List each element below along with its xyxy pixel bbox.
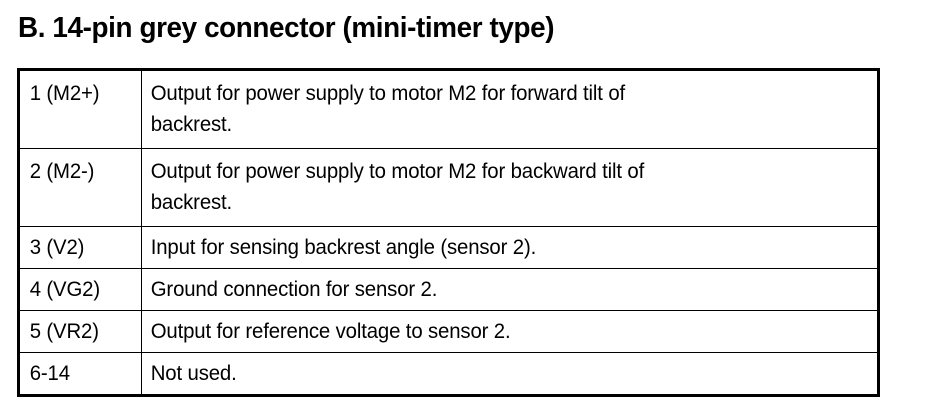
table-cell-pin: 3 (V2) <box>18 226 142 269</box>
pin-assignment-table-container: 1 (M2+) Output for power supply to motor… <box>17 68 880 397</box>
pin-label: 1 (M2+) <box>29 82 100 105</box>
pin-description: Input for sensing backrest angle (sensor… <box>150 236 537 259</box>
pin-label: 5 (VR2) <box>29 320 99 343</box>
table-cell-pin: 4 (VG2) <box>18 268 142 311</box>
pin-assignment-table: 1 (M2+) Output for power supply to motor… <box>17 68 880 397</box>
table-cell-description: Output for power supply to motor M2 for … <box>141 69 879 149</box>
pin-label: 6-14 <box>29 362 70 385</box>
pin-description: Output for power supply to motor M2 for … <box>150 82 626 136</box>
pin-label: 2 (M2-) <box>29 160 95 183</box>
table-cell-description: Output for power supply to motor M2 for … <box>141 148 879 227</box>
table-row: 2 (M2-) Output for power supply to motor… <box>18 148 879 227</box>
table-cell-description: Input for sensing backrest angle (sensor… <box>141 226 879 269</box>
pin-description: Not used. <box>150 362 237 385</box>
pin-description: Output for reference voltage to sensor 2… <box>150 320 511 343</box>
page-title: B. 14-pin grey connector (mini-timer typ… <box>18 12 555 44</box>
table-cell-pin: 2 (M2-) <box>18 148 142 227</box>
pin-description: Ground connection for sensor 2. <box>150 278 438 301</box>
table-row: 1 (M2+) Output for power supply to motor… <box>18 69 879 149</box>
pin-label: 3 (V2) <box>29 236 85 259</box>
table-row: 4 (VG2) Ground connection for sensor 2. <box>18 268 879 311</box>
table-body: 1 (M2+) Output for power supply to motor… <box>18 69 879 396</box>
table-row: 6-14 Not used. <box>18 352 879 396</box>
pin-description: Output for power supply to motor M2 for … <box>150 160 645 214</box>
table-cell-description: Ground connection for sensor 2. <box>141 268 879 311</box>
table-cell-description: Not used. <box>141 352 879 396</box>
table-row: 5 (VR2) Output for reference voltage to … <box>18 310 879 353</box>
table-cell-pin: 5 (VR2) <box>18 310 142 353</box>
pin-label: 4 (VG2) <box>29 278 101 301</box>
table-row: 3 (V2) Input for sensing backrest angle … <box>18 226 879 269</box>
table-cell-description: Output for reference voltage to sensor 2… <box>141 310 879 353</box>
table-cell-pin: 1 (M2+) <box>18 69 142 149</box>
table-cell-pin: 6-14 <box>18 352 142 396</box>
